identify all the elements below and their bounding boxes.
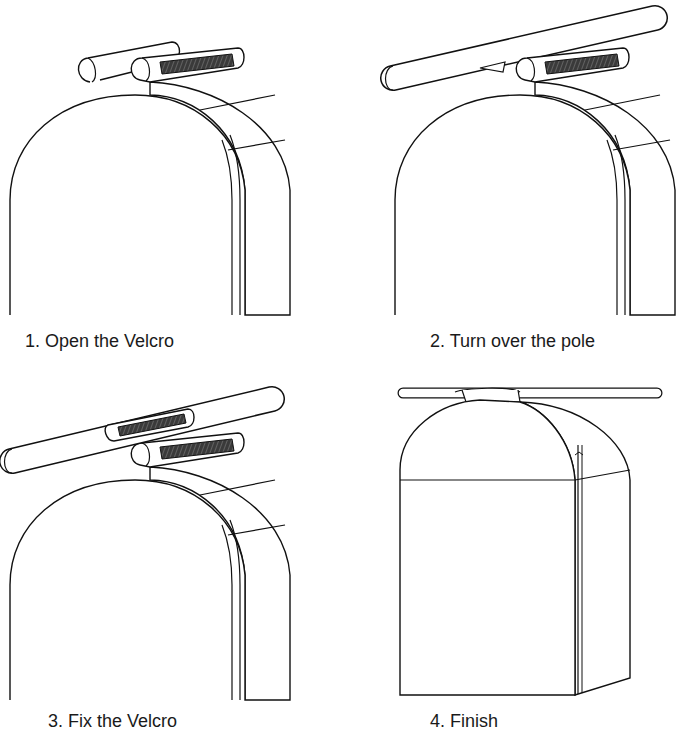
- panel-finish: [400, 388, 657, 695]
- step-caption: 3. Fix the Velcro: [48, 711, 177, 731]
- step-caption: 4. Finish: [430, 711, 498, 731]
- panel-turn: [386, 18, 676, 315]
- panel-fix: [5, 399, 291, 700]
- step-caption: 2. Turn over the pole: [430, 331, 595, 351]
- panel-open: [10, 42, 290, 315]
- step-caption: 1. Open the Velcro: [25, 331, 174, 351]
